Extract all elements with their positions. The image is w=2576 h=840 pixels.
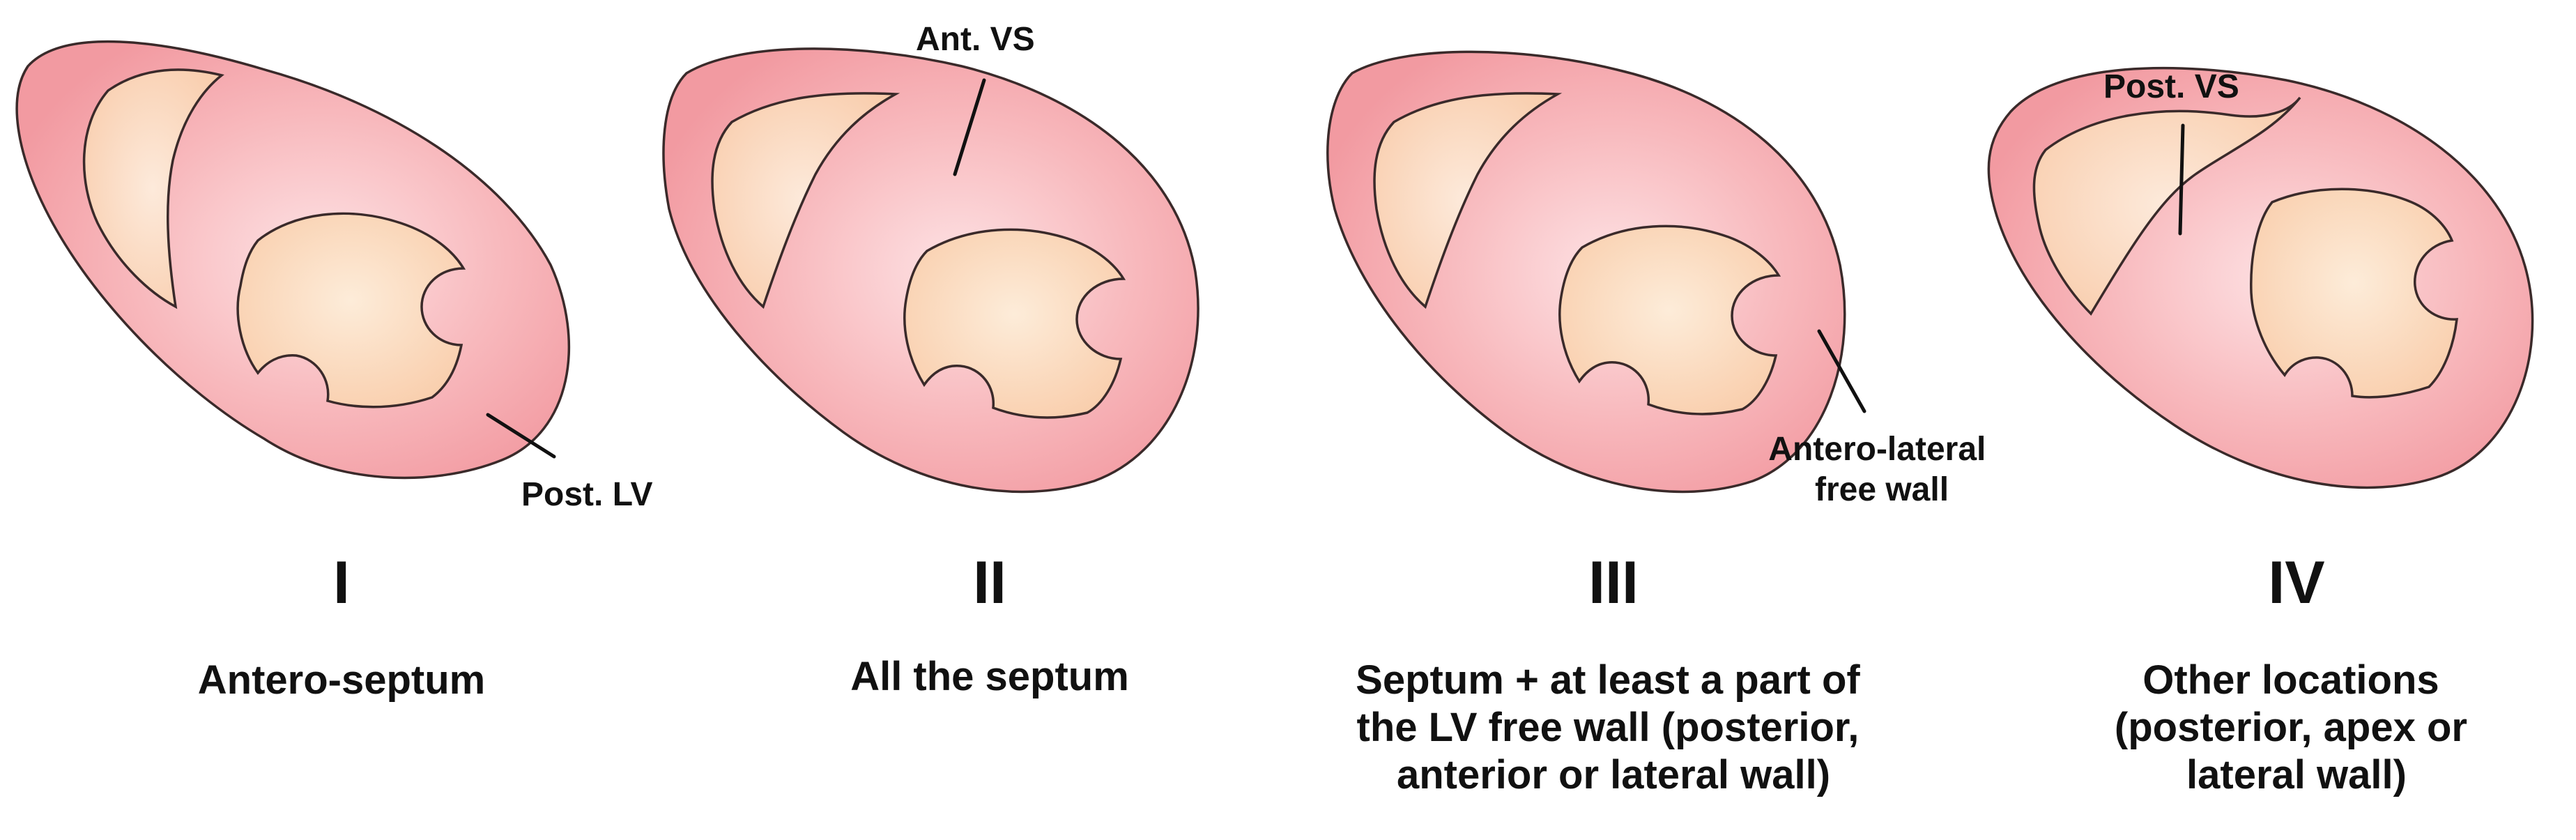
left-ventricle-cavity	[2250, 188, 2458, 399]
left-ventricle-cavity	[903, 228, 1126, 419]
callout-line: Post. LV	[521, 476, 652, 513]
callout-label: Post. VS	[2103, 68, 2239, 105]
right-ventricle-cavity	[711, 92, 900, 310]
callout-label: Ant. VS	[916, 21, 1035, 58]
panel-ii: Ant. VS II All the septum	[662, 21, 1199, 699]
caption-line: (posterior, apex or	[2115, 705, 2467, 750]
panel-iii: Antero-lateral free wall III Septum + at…	[1326, 50, 1995, 797]
heart-cross-section-ii	[662, 47, 1199, 494]
left-ventricle-cavity	[236, 212, 466, 408]
right-ventricle-cavity	[2032, 96, 2301, 316]
caption-line: Septum + at least a part of	[1356, 657, 1860, 703]
panel-numeral: II	[973, 549, 1006, 616]
caption-line: Other locations	[2142, 657, 2439, 703]
callout-leader-antero-lateral	[1817, 329, 1866, 413]
callout-line: Antero-lateral	[1768, 431, 1986, 468]
panel-numeral: III	[1588, 549, 1639, 616]
caption-line: Antero-septum	[198, 657, 485, 703]
caption-line: lateral wall)	[2186, 752, 2407, 797]
left-ventricle-cavity	[1558, 224, 1781, 415]
heart-cross-section-i	[15, 40, 571, 480]
panel-caption: Septum + at least a part of the LV free …	[1356, 657, 1871, 797]
callout-leader-ant-vs	[953, 78, 986, 176]
panel-iv: Post. VS IV Other locations (posterior, …	[1987, 66, 2534, 797]
callout-label: Post. LV	[521, 476, 652, 513]
callout-leader-post-vs	[2178, 123, 2185, 236]
right-ventricle-cavity	[1373, 92, 1563, 310]
panel-i: Post. LV I Antero-septum	[15, 40, 652, 703]
caption-line: the LV free wall (posterior,	[1357, 705, 1860, 750]
callout-label: Antero-lateral free wall	[1768, 431, 1995, 508]
callout-line: Ant. VS	[916, 21, 1035, 58]
heart-cross-section-iv	[1987, 66, 2534, 489]
heart-cross-section-iii	[1326, 50, 1866, 494]
panel-caption: Other locations (posterior, apex or late…	[2115, 657, 2478, 797]
caption-line: All the septum	[850, 654, 1129, 699]
callout-line: free wall	[1815, 471, 1949, 508]
caption-line: anterior or lateral wall)	[1397, 752, 1830, 797]
panel-caption: All the septum	[850, 654, 1129, 699]
panel-numeral: I	[333, 549, 350, 616]
callout-line: Post. VS	[2103, 68, 2239, 105]
panel-numeral: IV	[2268, 549, 2324, 616]
right-ventricle-cavity	[82, 68, 224, 310]
callout-leader-post-lv	[486, 413, 556, 459]
panel-caption: Antero-septum	[198, 657, 485, 703]
